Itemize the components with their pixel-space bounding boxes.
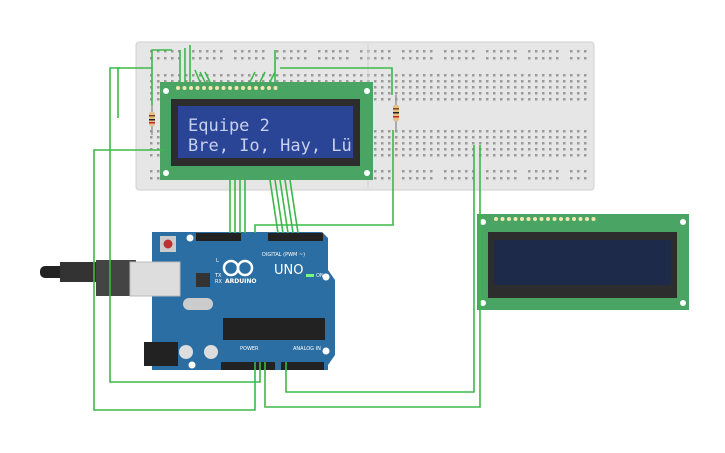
lcd-2-pins bbox=[494, 217, 596, 221]
arduino-uno[interactable]: DIGITAL (PWM ~) ARDUINO UNO ON L TX RX P… bbox=[40, 232, 335, 370]
lcd-display-1[interactable]: Equipe 2 Bre, Io, Hay, Lü bbox=[160, 82, 373, 180]
model-label: UNO bbox=[274, 263, 303, 278]
on-label: ON bbox=[316, 273, 324, 279]
header-digital-high bbox=[196, 233, 241, 241]
lcd-1-line-2: Bre, Io, Hay, Lü bbox=[188, 136, 352, 156]
arduino-logo: ARDUINO bbox=[222, 259, 256, 285]
l-label: L bbox=[216, 258, 219, 264]
wires[interactable] bbox=[93, 45, 481, 411]
lcd-display-2[interactable] bbox=[477, 214, 689, 310]
header-power bbox=[221, 362, 275, 370]
microcontroller-chip bbox=[223, 318, 325, 340]
lcd-1-line-1: Equipe 2 bbox=[188, 116, 270, 136]
lcd-1-pins bbox=[176, 86, 278, 90]
tx-label: TX bbox=[214, 273, 222, 279]
resistor-right[interactable] bbox=[393, 95, 399, 130]
svg-text:ARDUINO: ARDUINO bbox=[225, 278, 256, 285]
power-label: POWER bbox=[240, 346, 259, 352]
analog-label: ANALOG IN bbox=[293, 346, 321, 352]
resistor-left[interactable] bbox=[149, 105, 155, 135]
header-digital-low bbox=[268, 233, 323, 241]
rx-label: RX bbox=[215, 279, 222, 285]
digital-label: DIGITAL (PWM ~) bbox=[262, 252, 305, 258]
power-jack bbox=[144, 342, 178, 366]
header-analog bbox=[281, 362, 324, 370]
